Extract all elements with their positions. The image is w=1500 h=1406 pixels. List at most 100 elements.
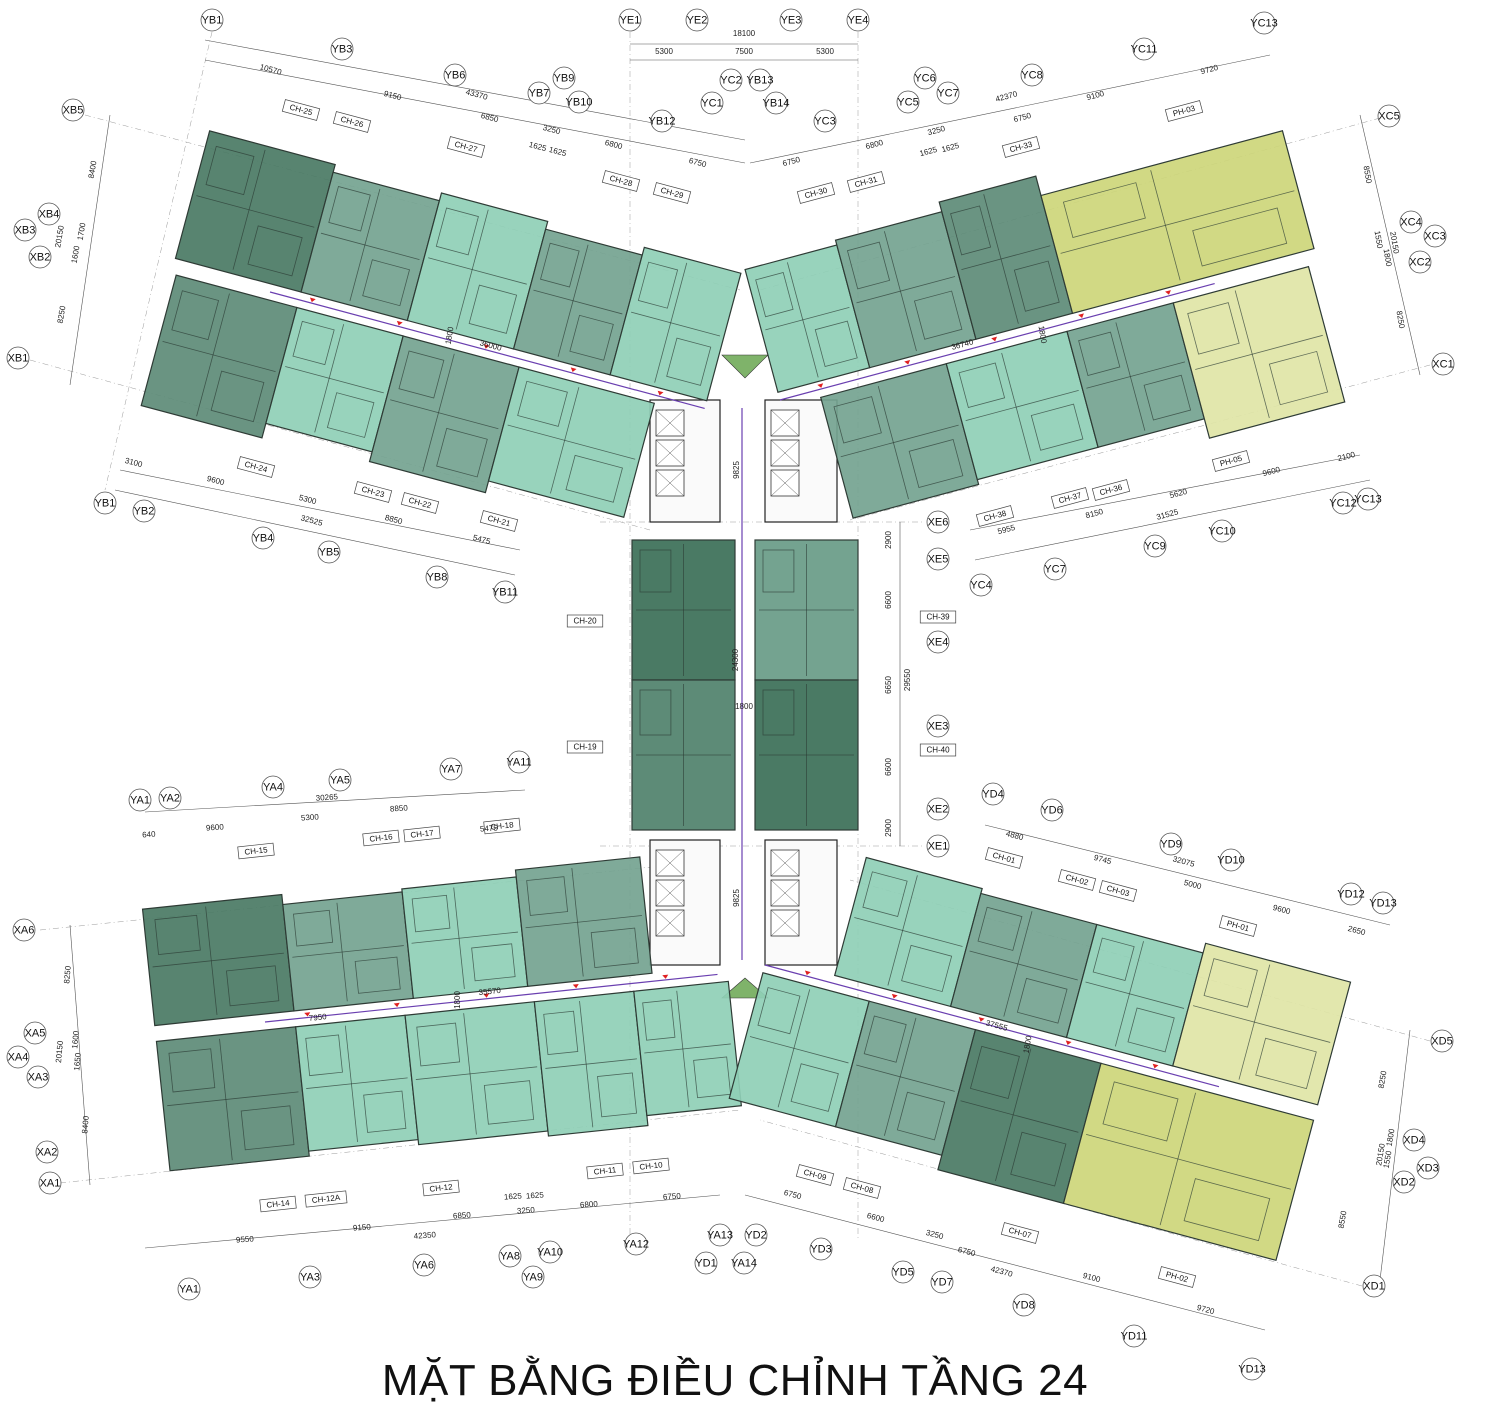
unit-ch-36[interactable] bbox=[1066, 302, 1206, 449]
unit-ch-10[interactable] bbox=[633, 980, 743, 1117]
planters bbox=[721, 354, 769, 999]
unit-tag: CH-03 bbox=[1098, 880, 1138, 902]
unit-ch-38[interactable] bbox=[819, 362, 980, 519]
unit-tag: CH-33 bbox=[1001, 136, 1041, 158]
unit-ch-12[interactable] bbox=[404, 1001, 549, 1146]
unit-ch-14[interactable] bbox=[155, 1026, 310, 1172]
dimension-label: 1800 bbox=[1385, 1127, 1397, 1147]
unit-ch-39[interactable] bbox=[754, 539, 859, 681]
lift-shaft bbox=[770, 909, 800, 937]
unit-ch-09[interactable] bbox=[728, 971, 870, 1128]
grid-bubble-xb2: XB2 bbox=[28, 245, 52, 269]
grid-bubble-label: YA5 bbox=[330, 775, 350, 787]
dimension-label: 6800 bbox=[865, 138, 885, 151]
unit-ch-27[interactable] bbox=[406, 192, 549, 350]
grid-bubble-yb4: YB4 bbox=[251, 526, 275, 550]
unit-ch-03[interactable] bbox=[1065, 923, 1204, 1067]
unit-ch-16[interactable] bbox=[282, 891, 415, 1012]
grid-bubble-yb7: YB7 bbox=[527, 81, 551, 105]
dimension-label: 24300 bbox=[731, 648, 740, 671]
wing-2 bbox=[744, 130, 1346, 519]
grid-bubble-label: XA2 bbox=[37, 1147, 58, 1159]
unit-tag: CH-17 bbox=[403, 825, 441, 843]
unit-ch-24[interactable] bbox=[140, 274, 298, 439]
dimension-label: 8400 bbox=[80, 1115, 91, 1134]
grid-bubble-label: XD5 bbox=[1431, 1036, 1452, 1048]
unit-ch-20[interactable] bbox=[631, 539, 736, 681]
grid-bubble-label: XC1 bbox=[1432, 359, 1453, 371]
unit-ch-07[interactable] bbox=[937, 1028, 1102, 1205]
unit-ch-22[interactable] bbox=[368, 335, 520, 494]
grid-bubble-ye1: YE1 bbox=[618, 8, 642, 32]
unit-ph-03[interactable] bbox=[1040, 130, 1315, 315]
grid-bubble-yd6: YD6 bbox=[1040, 798, 1064, 822]
dimension-label: 1800 bbox=[453, 991, 462, 1009]
dimension-label: 8150 bbox=[1085, 507, 1105, 520]
planter-top bbox=[721, 354, 769, 379]
grid-bubble-yb1: YB1 bbox=[200, 8, 224, 32]
grid-bubble-yd3: YD3 bbox=[809, 1237, 833, 1261]
grid-bubble-yc13: YC13 bbox=[1354, 487, 1382, 511]
dimension-label: 6650 bbox=[884, 676, 893, 694]
unit-ch-21[interactable] bbox=[487, 366, 656, 518]
grid-bubble-label: YB13 bbox=[747, 75, 774, 87]
unit-tag-label: CH-12A bbox=[311, 1193, 341, 1205]
unit-ch-40[interactable] bbox=[754, 679, 859, 831]
grid-bubble-xe2: XE2 bbox=[926, 797, 950, 821]
grid-bubble-label: YA3 bbox=[300, 1272, 320, 1284]
grid-bubble-label: YC10 bbox=[1208, 526, 1236, 538]
grid-bubble-yc11: YC11 bbox=[1131, 37, 1157, 61]
corridor-line bbox=[264, 973, 718, 1023]
grid-bubble-ye2: YE2 bbox=[685, 8, 709, 32]
lift-shaft bbox=[770, 879, 800, 907]
grid-bubble-label: XE1 bbox=[928, 841, 949, 853]
grid-bubble-xb5: XB5 bbox=[61, 98, 85, 122]
dimension-label: 5300 bbox=[816, 47, 834, 56]
grid-bubble-label: XA1 bbox=[40, 1178, 61, 1190]
dimension-label: 1800 bbox=[735, 702, 753, 711]
dimension-label: 6850 bbox=[453, 1210, 472, 1220]
grid-bubble-label: YB11 bbox=[492, 587, 518, 599]
grid-bubble-label: XE3 bbox=[928, 721, 949, 733]
grid-bubble-label: XC3 bbox=[1424, 231, 1445, 243]
unit-ph-01[interactable] bbox=[1172, 942, 1352, 1106]
grid-bubble-label: YA12 bbox=[623, 1239, 649, 1251]
grid-bubble-ya11: YA11 bbox=[506, 750, 532, 774]
grid-bubble-label: YD7 bbox=[931, 1277, 952, 1289]
grid-bubble-ya14: YA14 bbox=[731, 1251, 757, 1275]
unit-ch-02[interactable] bbox=[949, 892, 1098, 1039]
unit-ch-12a[interactable] bbox=[295, 1014, 419, 1152]
unit-ch-17[interactable] bbox=[401, 876, 529, 1000]
dimension-label: 5620 bbox=[1169, 487, 1189, 500]
grid-bubble-xc4: XC4 bbox=[1399, 210, 1423, 234]
unit-ch-15[interactable] bbox=[141, 893, 295, 1027]
unit-tag-label: CH-12 bbox=[429, 1182, 453, 1193]
unit-ch-19[interactable] bbox=[631, 679, 736, 831]
unit-ph-05[interactable] bbox=[1172, 265, 1346, 439]
door-marker bbox=[570, 367, 577, 373]
grid-bubble-label: YD3 bbox=[810, 1244, 831, 1256]
planter-bottom bbox=[721, 977, 769, 999]
dimension-label: 2650 bbox=[1347, 924, 1367, 937]
lift-shaft bbox=[770, 409, 800, 437]
grid-bubble-label: YB4 bbox=[253, 533, 274, 545]
building-wings bbox=[140, 130, 1352, 1262]
unit-tag: CH-02 bbox=[1057, 869, 1097, 891]
unit-ch-29[interactable] bbox=[609, 246, 742, 402]
grid-bubble-label: YC5 bbox=[897, 97, 918, 109]
grid-bubble-label: YB5 bbox=[319, 547, 340, 559]
grid-bubble-label: YD1 bbox=[695, 1258, 716, 1270]
unit-tag: CH-11 bbox=[586, 1162, 624, 1180]
dimension-label: 29550 bbox=[903, 668, 912, 691]
unit-tag: CH-38 bbox=[975, 505, 1015, 527]
door-marker bbox=[978, 1017, 985, 1022]
dimension-label: 9745 bbox=[1093, 853, 1113, 866]
unit-ch-11[interactable] bbox=[533, 990, 649, 1137]
grid-bubble-yd5: YD5 bbox=[891, 1260, 915, 1284]
unit-ch-18[interactable] bbox=[514, 856, 653, 988]
unit-ph-02[interactable] bbox=[1062, 1062, 1315, 1262]
grid-bubble-label: YB14 bbox=[763, 98, 790, 110]
grid-bubble-label: XD4 bbox=[1403, 1135, 1424, 1147]
